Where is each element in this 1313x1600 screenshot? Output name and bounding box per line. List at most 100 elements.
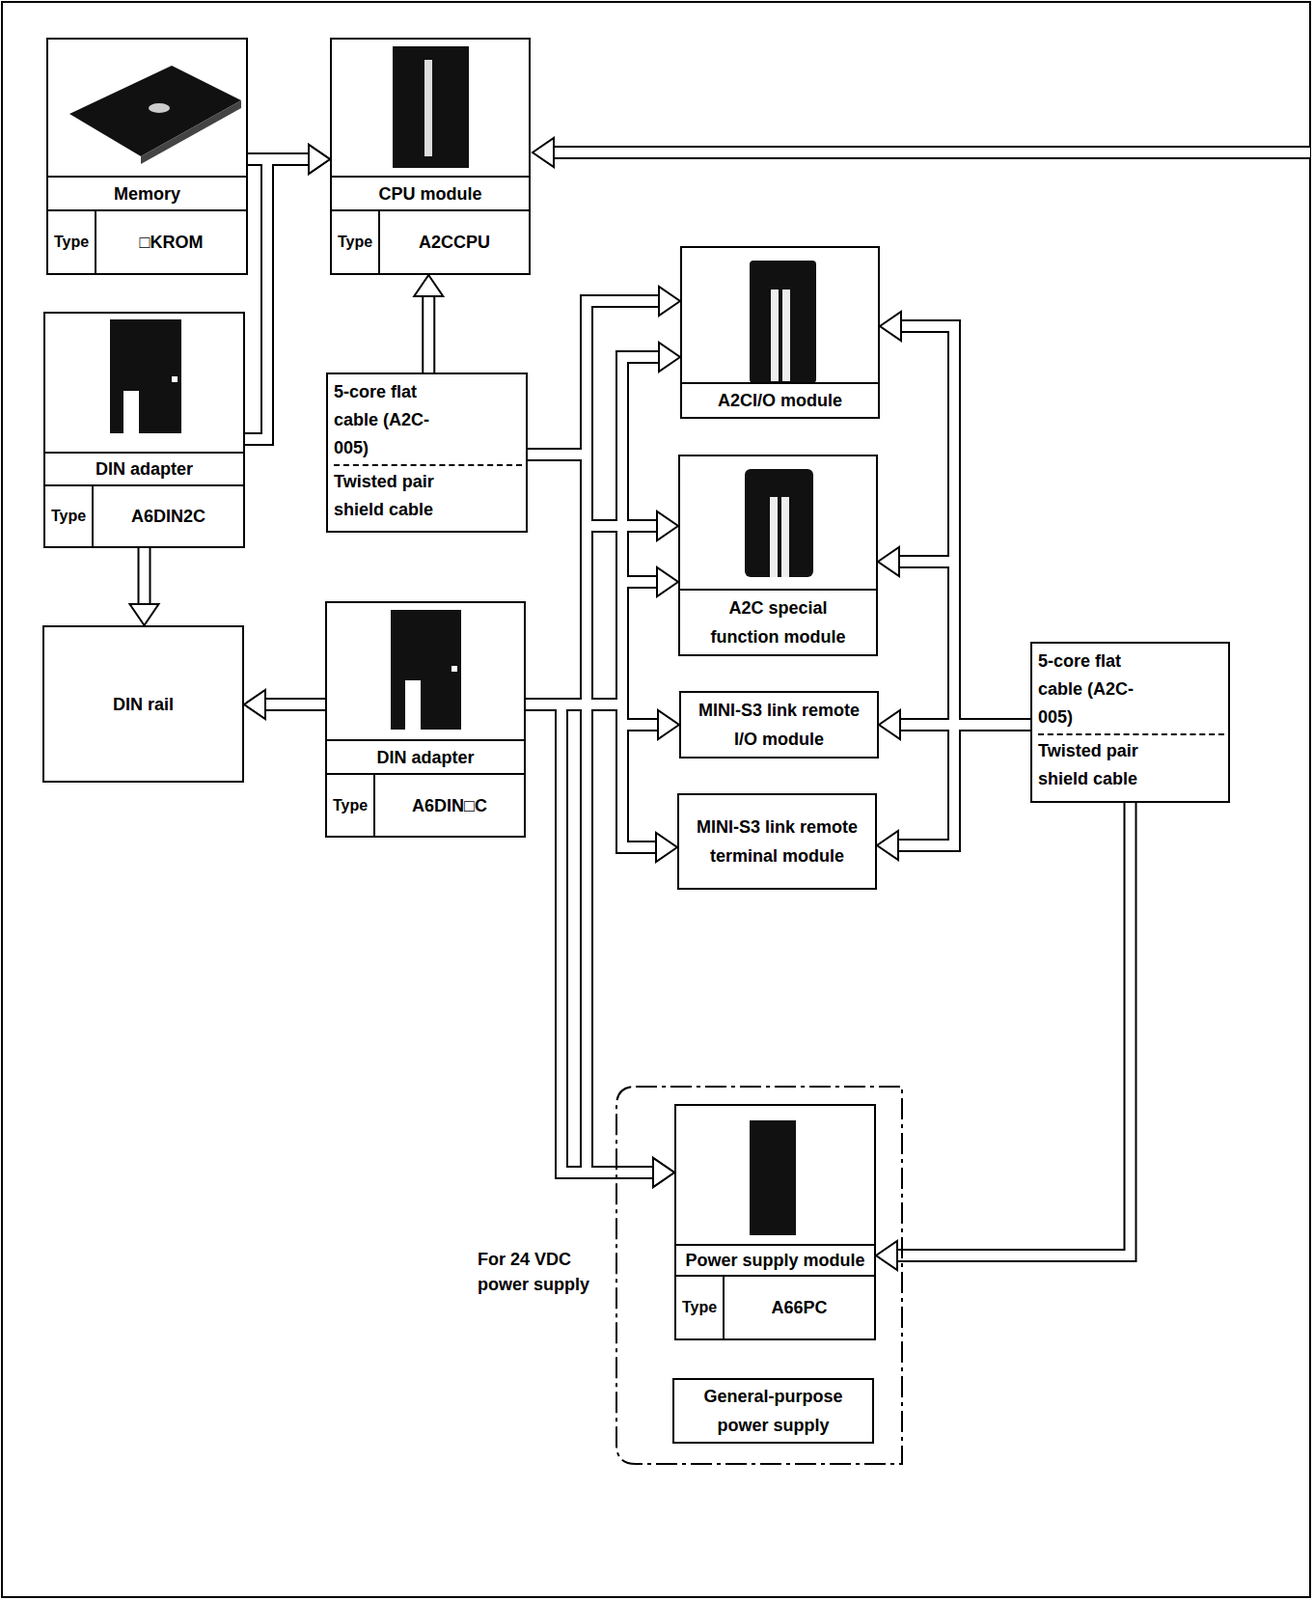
arrow-head xyxy=(877,547,900,576)
din-adapter-picture xyxy=(405,680,421,730)
module-name: Memory xyxy=(113,179,181,209)
hollow-arrow xyxy=(897,802,1131,1256)
hollow-arrow xyxy=(265,697,326,712)
type-label: Type xyxy=(332,791,368,821)
connector-fills xyxy=(144,159,1131,1256)
type-cell: Type xyxy=(327,774,376,836)
din-adapter-box: DIN adapterType A6DIN□C xyxy=(325,601,526,838)
group-label: For 24 VDC power supply xyxy=(477,1246,605,1297)
caption-band: A2CI/O module xyxy=(682,382,878,417)
type-row: TypeA2CCPU xyxy=(331,211,529,274)
group-label: For 24 VDC power supply xyxy=(477,1246,605,1297)
box-label: DIN rail xyxy=(112,689,174,719)
module-name: DIN adapter xyxy=(95,454,193,484)
type-value: A6DIN□C xyxy=(411,791,488,821)
cable-name: Twisted pair shield cable xyxy=(333,467,455,524)
power-group: Power supply moduleType A66PC General-purp… xyxy=(614,1084,904,1466)
arrow-head xyxy=(878,710,901,739)
hollow-arrow xyxy=(527,454,654,1173)
title-row: DIN adapter xyxy=(45,451,244,487)
special-module-picture xyxy=(781,496,790,577)
din-rail-box: DIN rail xyxy=(42,625,245,783)
cable-box: 5-core flat cable (A2C-005)Twisted pair … xyxy=(1030,641,1231,803)
arrow-head xyxy=(657,710,680,739)
incoming-arrow xyxy=(553,147,1311,158)
title-row: Memory xyxy=(48,175,247,212)
hollow-arrow xyxy=(525,581,657,705)
hollow-arrow xyxy=(898,724,1031,846)
module-name: A2C special function module xyxy=(697,593,860,652)
type-value: A66PC xyxy=(770,1292,827,1322)
type-cell: Type xyxy=(48,211,97,274)
power-source-box: General-purpose power supply xyxy=(672,1377,875,1444)
remote-terminal-box: MINI-S3 link remote terminal module xyxy=(677,793,877,890)
cable-name: 5-core flat cable (A2C-005) xyxy=(333,378,455,463)
value-cell: A6DIN□C xyxy=(375,774,524,836)
type-label: Type xyxy=(682,1292,717,1322)
io-module-picture xyxy=(782,289,791,382)
hollow-arrow xyxy=(139,547,150,604)
arrow-head xyxy=(875,1240,898,1270)
hollow-arrow xyxy=(901,326,1031,725)
memory-chip-picture xyxy=(140,100,242,165)
arrow-head xyxy=(658,286,681,316)
type-label: Type xyxy=(337,227,373,257)
hollow-arrow xyxy=(901,326,1031,725)
din-adapter-picture xyxy=(109,319,182,434)
value-cell: A66PC xyxy=(724,1276,875,1339)
arrow-head xyxy=(413,274,443,297)
cpu-module-picture xyxy=(392,46,469,168)
power-supply-box: Power supply moduleType A66PC xyxy=(674,1103,876,1341)
connector-heads xyxy=(130,144,903,1270)
box-label: General-purpose power supply xyxy=(692,1381,855,1440)
io-module-picture xyxy=(770,289,779,382)
type-label: Type xyxy=(51,501,86,531)
arrow-head xyxy=(308,144,330,174)
hollow-arrow xyxy=(525,704,654,1173)
hollow-arrow xyxy=(423,296,434,373)
hollow-arrow xyxy=(899,561,1031,725)
hollow-arrow xyxy=(525,356,659,705)
hollow-arrow xyxy=(525,704,657,848)
memory-chip-picture xyxy=(69,65,242,157)
special-module-picture xyxy=(744,468,814,577)
din-adapter-picture xyxy=(451,665,458,672)
din-adapter-box: DIN adapterTypeA6DIN2C xyxy=(43,311,246,548)
module-name: A2CI/O module xyxy=(717,385,843,415)
hollow-arrow xyxy=(525,356,659,705)
title-row: CPU module xyxy=(331,175,529,212)
arrow-head xyxy=(879,311,902,341)
type-cell: Type xyxy=(45,486,94,547)
arrow-head xyxy=(308,144,330,174)
power-supply-picture xyxy=(749,1120,796,1235)
hollow-arrow xyxy=(527,300,659,455)
special-module-box: A2C special function module xyxy=(678,454,878,657)
incoming-arrow xyxy=(553,145,1311,160)
hollow-arrow xyxy=(527,454,654,1173)
arrow-head xyxy=(656,832,678,862)
type-label: Type xyxy=(54,227,89,257)
connector-outlines xyxy=(144,159,1131,1256)
cable-box: 5-core flat cable (A2C-005)Twisted pair … xyxy=(326,372,528,533)
caption-band: A2C special function module xyxy=(680,588,876,655)
type-row: Type A6DIN□C xyxy=(327,774,524,836)
din-adapter-picture xyxy=(123,390,139,434)
memory-chip-picture xyxy=(148,103,170,113)
cpu-module-box: CPU moduleTypeA2CCPU xyxy=(329,37,531,275)
type-row: Type□KROM xyxy=(48,211,247,274)
din-adapter-picture xyxy=(171,376,178,383)
arrow-head xyxy=(244,689,266,719)
hollow-arrow xyxy=(245,159,309,439)
title-row: DIN adapter xyxy=(327,738,524,775)
dash-dot-outline xyxy=(614,1084,904,1466)
title-row: Power supply module xyxy=(676,1243,875,1277)
hollow-arrow xyxy=(527,300,659,455)
hollow-arrow xyxy=(245,159,309,439)
hollow-arrow xyxy=(897,802,1131,1256)
dashed-divider xyxy=(1038,733,1225,736)
hollow-arrow xyxy=(898,724,1031,846)
special-module-picture xyxy=(769,496,778,577)
hollow-arrow xyxy=(899,561,1031,725)
hollow-arrow xyxy=(137,547,152,604)
